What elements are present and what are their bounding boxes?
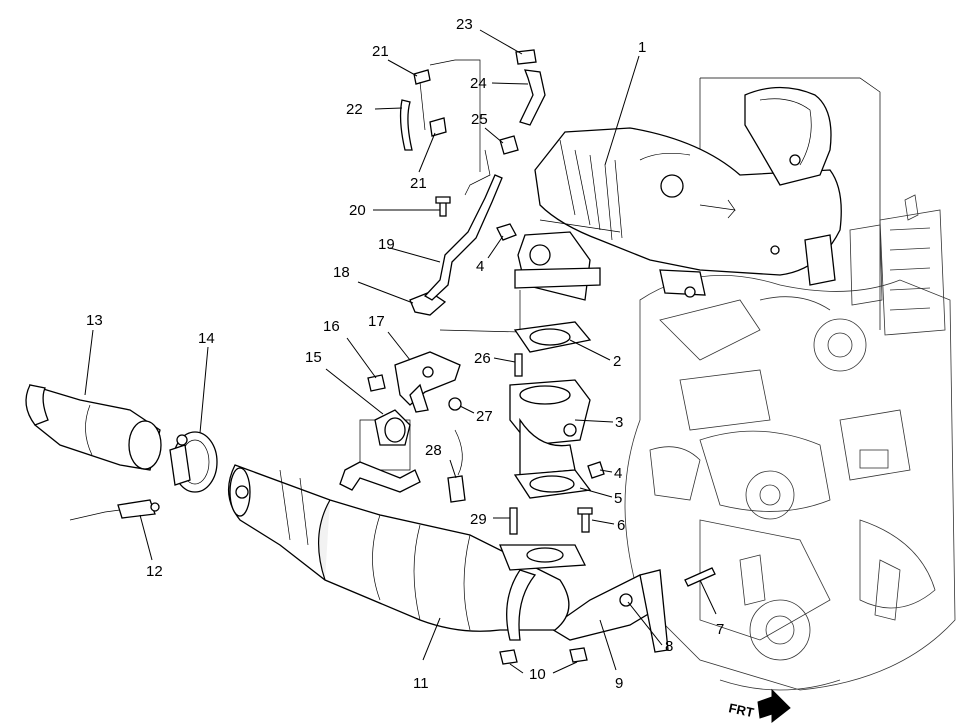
callout-9: 9 — [615, 675, 623, 692]
callout-24: 24 — [470, 75, 487, 92]
callout-6: 6 — [617, 517, 625, 534]
part-2-gasket — [513, 321, 592, 353]
part-27-nut — [448, 397, 462, 411]
callout-11: 11 — [413, 675, 429, 692]
part-19-tube — [423, 174, 503, 301]
part-12-sensor-rear — [69, 499, 160, 521]
callout-22: 22 — [346, 101, 363, 118]
callout-27: 27 — [476, 408, 493, 425]
part-28-sensor — [447, 429, 466, 503]
callout-28: 28 — [425, 442, 442, 459]
callout-4-upper: 4 — [476, 258, 484, 275]
part-13-tail-pipe — [25, 384, 162, 471]
callout-29: 29 — [470, 511, 487, 528]
callout-25: 25 — [471, 111, 488, 128]
forward-label: FRT — [727, 700, 755, 720]
callout-16: 16 — [323, 318, 340, 335]
part-26-stud — [514, 353, 523, 377]
callout-23: 23 — [456, 16, 473, 33]
part-29-stud — [509, 507, 518, 535]
callout-13: 13 — [86, 312, 103, 329]
part-20-bolt — [435, 196, 451, 217]
forward-indicator: FRT — [727, 688, 791, 724]
callout-10: 10 — [529, 666, 546, 683]
part-10-nut-left — [499, 649, 518, 665]
callout-19: 19 — [378, 236, 395, 253]
part-21-clip-upper — [413, 69, 431, 85]
part-4-nut-lower — [587, 461, 605, 479]
part-5-gasket — [513, 469, 592, 499]
part-4-nut-upper — [496, 223, 517, 241]
callout-15: 15 — [305, 349, 322, 366]
part-6-bolt — [577, 507, 593, 533]
callout-21-upper: 21 — [372, 43, 389, 60]
part-16-bolt — [367, 374, 386, 392]
callout-18: 18 — [333, 264, 350, 281]
part-14-clamp — [169, 431, 218, 493]
callout-17: 17 — [368, 313, 385, 330]
callout-12: 12 — [146, 563, 163, 580]
callout-20: 20 — [349, 202, 366, 219]
part-24-hose — [519, 69, 546, 126]
forward-arrow-icon — [757, 688, 791, 724]
part-17-bracket — [394, 351, 461, 413]
leader-lines — [84, 29, 717, 674]
callout-4-lower: 4 — [614, 465, 622, 482]
engine-block — [624, 77, 956, 691]
converter-inlet-stub — [339, 461, 421, 493]
part-1-manifold-assembly — [534, 86, 842, 298]
callout-7: 7 — [716, 621, 724, 638]
callout-26: 26 — [474, 350, 491, 367]
part-3-outlet-pipe — [509, 379, 591, 476]
callout-2: 2 — [613, 353, 621, 370]
part-15-sensor-mount — [374, 409, 411, 446]
callout-3: 3 — [615, 414, 623, 431]
callout-labels: 1 2 3 4 4 5 6 7 8 9 10 11 12 13 14 15 16… — [86, 16, 724, 692]
part-25-clamp — [499, 135, 519, 155]
part-22-hose — [399, 99, 413, 151]
part-7-stud — [684, 567, 716, 587]
callout-14: 14 — [198, 330, 215, 347]
callout-5: 5 — [614, 490, 622, 507]
callout-8: 8 — [665, 638, 673, 655]
part-10-nut-right — [569, 647, 588, 663]
callout-21-lower: 21 — [410, 175, 427, 192]
part-11-converter — [228, 464, 587, 641]
manifold-outlet-flange — [514, 231, 601, 301]
part-21-clip-lower — [429, 117, 447, 137]
callout-1: 1 — [638, 39, 646, 56]
